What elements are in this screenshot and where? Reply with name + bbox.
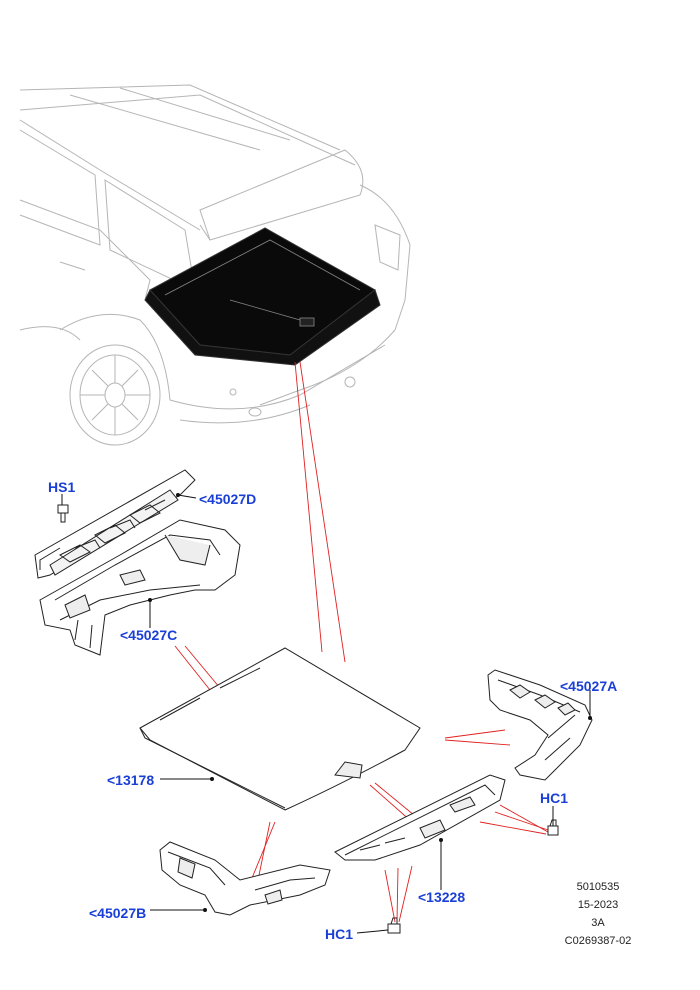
- callout-13228[interactable]: <13228: [418, 889, 466, 905]
- reference-line-2: 15-2023: [577, 899, 619, 911]
- part-45027a-side-trim[interactable]: [487, 669, 593, 781]
- reference-block: 5010535 15-2023 3A C0269387-02: [553, 880, 643, 949]
- callout-45027d[interactable]: <45027D: [199, 491, 257, 507]
- reference-line-4: C0269387-02: [564, 935, 632, 947]
- reference-line-3: 3A: [591, 917, 605, 929]
- reference-line-1: 5010535: [576, 881, 620, 893]
- callout-leaders: [61, 494, 591, 934]
- callout-hc1-bottom[interactable]: HC1: [325, 926, 354, 942]
- callout-hc1-right[interactable]: HC1: [540, 790, 569, 806]
- part-13178-load-floor[interactable]: [139, 647, 421, 811]
- part-13228-scuff-plate[interactable]: [334, 774, 506, 861]
- part-45027b-trim[interactable]: [159, 841, 331, 916]
- callout-45027b[interactable]: <45027B: [89, 905, 147, 921]
- callout-hs1[interactable]: HS1: [48, 479, 76, 495]
- callout-45027a[interactable]: <45027A: [560, 678, 618, 694]
- part-45027c-side-trim[interactable]: [39, 519, 241, 656]
- cargo-area-highlight: [144, 227, 381, 366]
- callout-45027c[interactable]: <45027C: [120, 627, 178, 643]
- callout-dots: [148, 493, 592, 912]
- hc1-clip-bottom[interactable]: [387, 917, 401, 934]
- hs1-screw[interactable]: [57, 504, 69, 523]
- leader-lines: [174, 361, 549, 923]
- callout-13178[interactable]: <13178: [107, 772, 155, 788]
